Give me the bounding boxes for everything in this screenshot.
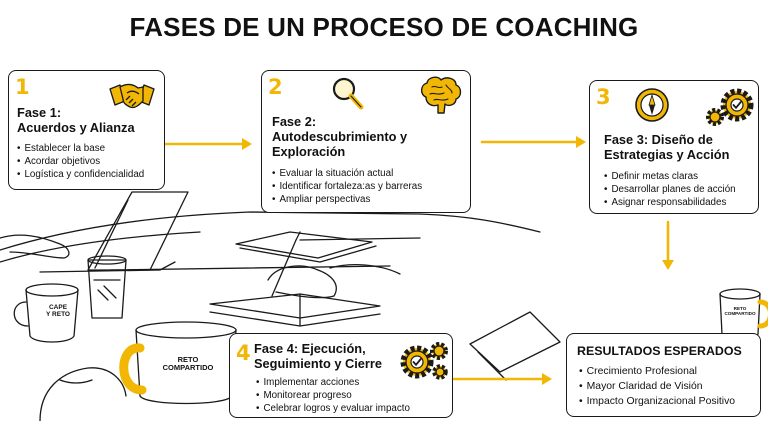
compass-icon [635,88,669,122]
phase-4-title-line2: Seguimiento y Cierre [254,356,383,371]
phase-2-title-line3: Exploración [272,144,346,159]
phase-4-points: Implementar acciones Monitorear progreso… [256,376,410,415]
phase-3-points: Definir metas claras Desarrollar planes … [604,170,736,209]
phase-1-title-line1: Fase 1: [17,105,62,120]
phase-3-number: 3 [596,85,611,109]
phase-3-title-line2: Estrategias y Acción [604,147,730,162]
phase-2-title-line1: Fase 2: [272,114,317,129]
mug-label-right: RETO COMPARTIDO [722,306,758,316]
mug-label-left-line1: CAPE [48,304,68,311]
list-item: Ampliar perspectivas [272,193,422,206]
phase-1-title: Fase 1: Acuerdos y Alianza [17,105,135,135]
phase-2-title-line2: Autodescubrimiento y [272,129,408,144]
brain-icon [420,76,462,114]
list-item: Evaluar la situación actual [272,167,422,180]
list-item: Monitorear progreso [256,389,410,402]
list-item: Asignar responsabilidades [604,196,736,209]
results-card: RESULTADOS ESPERADOS Crecimiento Profesi… [566,333,761,417]
phase-4-title-line1: Fase 4: Ejecución, [254,341,366,356]
phase-1-points: Establecer la base Acordar objetivos Log… [17,142,144,181]
page-title: FASES DE UN PROCESO DE COACHING [129,12,639,42]
list-item: Crecimiento Profesional [579,364,735,379]
results-title: RESULTADOS ESPERADOS [577,344,742,358]
phase-1-number: 1 [15,75,30,99]
list-item: Acordar objetivos [17,155,144,168]
phase-1-card: 1 Fase 1: Acuerdos y Alianza Establecer … [8,70,165,190]
phase-1-title-line2: Acuerdos y Alianza [17,120,135,135]
mug-label-center: RETO COMPARTIDO [150,355,226,373]
list-item: Implementar acciones [256,376,410,389]
phase-4-number: 4 [236,341,251,365]
mug-label-right-line2: COMPARTIDO [724,311,756,317]
phase-2-card: 2 Fase 2: Autodescubrimiento y Exploraci… [261,70,471,213]
mug-label-center-line2: COMPARTIDO [162,363,214,373]
gears-check-icon [706,88,754,126]
mug-label-left-line2: Y RETO [46,311,70,319]
results-points: Crecimiento Profesional Mayor Claridad d… [579,364,735,409]
list-item: Definir metas claras [604,170,736,183]
handshake-icon [109,83,155,109]
phase-2-title: Fase 2: Autodescubrimiento y Exploración [272,114,407,159]
list-item: Mayor Claridad de Visión [579,379,735,394]
mug-label-left: CAPE Y RETO [38,304,78,318]
phase-3-title: Fase 3: Diseño de Estrategias y Acción [604,132,729,162]
list-item: Logística y confidencialidad [17,168,144,181]
phase-3-card: 3 Fase 3: Diseño de Estrategias y Acción… [589,80,759,214]
phase-4-title: Fase 4: Ejecución, Seguimiento y Cierre [254,341,382,371]
list-item: Impacto Organizacional Positivo [579,394,735,409]
phase-4-card: 4 Fase 4: Ejecución, Seguimiento y Cierr… [229,333,453,418]
list-item: Establecer la base [17,142,144,155]
magnifier-icon [332,77,364,110]
mug-label-right-line1: RETO [733,306,747,311]
list-item: Desarrollar planes de acción [604,183,735,196]
gears-check-icon [400,342,448,380]
list-item: Celebrar logros y evaluar impacto [256,402,409,415]
phase-2-points: Evaluar la situación actual Identificar … [272,167,422,206]
phase-2-number: 2 [268,75,283,99]
mug-label-center-line1: RETO [177,355,199,364]
phase-3-title-line1: Fase 3: Diseño de [604,132,713,147]
list-item: Identificar fortaleza:as y barreras [272,180,422,193]
